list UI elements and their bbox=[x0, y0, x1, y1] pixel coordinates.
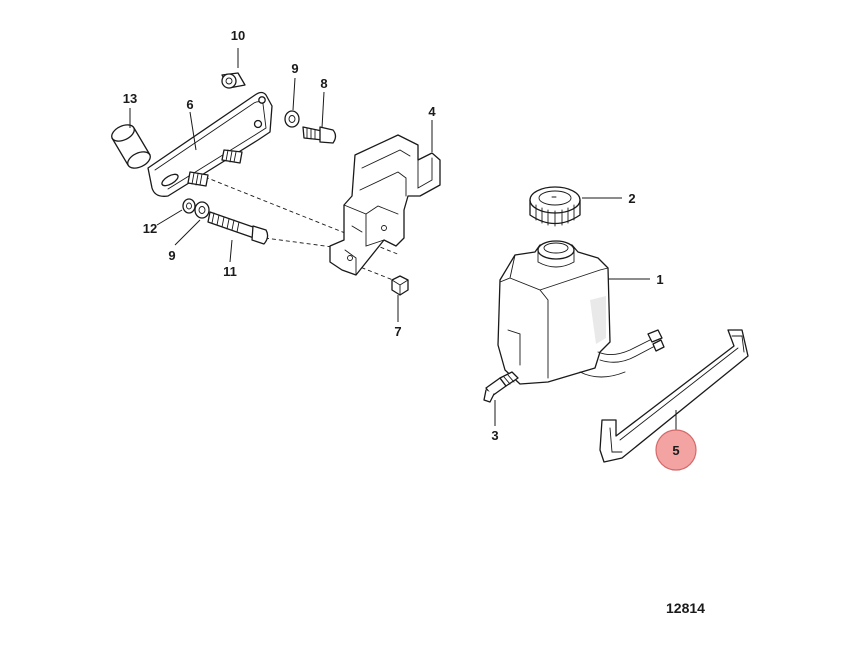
part-5-strap[interactable] bbox=[599, 329, 749, 463]
callout-13[interactable]: 13 bbox=[123, 91, 137, 106]
level-sensor-wire bbox=[579, 329, 665, 378]
part-13-sleeve[interactable] bbox=[109, 122, 153, 172]
assembly-centerline bbox=[264, 237, 341, 249]
callout-12[interactable]: 12 bbox=[143, 221, 157, 236]
callout-3[interactable]: 3 bbox=[491, 428, 498, 443]
part-12-washer[interactable] bbox=[182, 198, 196, 214]
leader-lines bbox=[129, 48, 677, 430]
callout-9-upper[interactable]: 9 bbox=[291, 61, 298, 76]
part-1-reservoir-tank[interactable] bbox=[497, 240, 611, 385]
part-11-long-bolt[interactable] bbox=[207, 211, 269, 245]
callout-2[interactable]: 2 bbox=[628, 191, 635, 206]
callout-6[interactable]: 6 bbox=[186, 97, 193, 112]
plate-stud bbox=[187, 171, 209, 187]
callout-8[interactable]: 8 bbox=[320, 76, 327, 91]
callout-5-highlight[interactable] bbox=[655, 429, 697, 471]
part-6-mounting-plate[interactable] bbox=[147, 91, 273, 197]
part-2-reservoir-cap[interactable] bbox=[529, 186, 581, 227]
part-10-spacer[interactable] bbox=[221, 72, 246, 89]
callout-7[interactable]: 7 bbox=[394, 324, 401, 339]
part-3-fitting[interactable] bbox=[483, 371, 519, 403]
callout-9-lower[interactable]: 9 bbox=[168, 248, 175, 263]
callout-1[interactable]: 1 bbox=[656, 272, 663, 287]
plate-stud bbox=[221, 149, 243, 164]
callout-10[interactable]: 10 bbox=[231, 28, 245, 43]
callout-11[interactable]: 11 bbox=[223, 264, 237, 279]
diagram-reference-number: 12814 bbox=[666, 600, 705, 616]
callout-4[interactable]: 4 bbox=[428, 104, 436, 119]
part-8-bolt[interactable] bbox=[302, 126, 337, 144]
part-4-bracket[interactable] bbox=[329, 134, 441, 276]
callout-5[interactable]: 5 bbox=[672, 443, 679, 458]
part-9-washer-upper[interactable] bbox=[284, 110, 300, 128]
part-7-nut[interactable] bbox=[391, 275, 409, 296]
part-9-washer-lower[interactable] bbox=[194, 201, 210, 219]
